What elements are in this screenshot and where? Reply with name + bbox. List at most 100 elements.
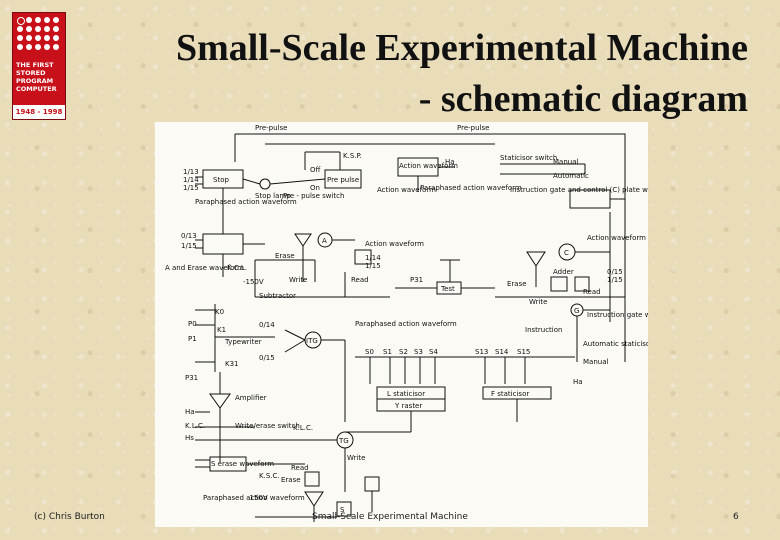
logo-dot <box>53 35 59 41</box>
label-ha-bottom: Ha <box>573 378 583 386</box>
label-test: Test <box>440 285 455 293</box>
label-f014: 0/14 <box>259 321 275 329</box>
label-pre-pulse-right: Pre-pulse <box>457 124 489 132</box>
logo-dot <box>53 26 59 32</box>
logo-text: THE FIRST STORED PROGRAM COMPUTER <box>16 61 62 93</box>
label-a-circle: A <box>322 237 327 245</box>
label-itg: ITG <box>306 337 318 345</box>
schematic-diagram: Pre-pulse Pre-pulse K.S.P. Off On Pre pu… <box>155 122 648 527</box>
label-pre-pulse-switch: Pre - pulse switch <box>283 192 344 200</box>
label-a-and-erase: A and Erase waveform <box>165 264 244 272</box>
label-instruction: Instruction <box>525 326 562 334</box>
label-ha-left: Ha <box>185 408 195 416</box>
label-adder: Adder <box>553 268 574 276</box>
label-minus150b: -150V <box>247 494 268 502</box>
label-kcl: K.C.L. <box>227 264 247 272</box>
label-i15: 1/15 <box>183 184 199 192</box>
label-i14: 1/14 <box>183 176 199 184</box>
page-number: 6 <box>733 512 739 522</box>
logo-dot <box>26 44 32 50</box>
label-pre-pulse-left: Pre-pulse <box>255 124 287 132</box>
schematic-svg: Pre-pulse Pre-pulse K.S.P. Off On Pre pu… <box>165 124 648 522</box>
label-klc2: K.L.C. <box>293 424 313 432</box>
label-ksp: K.S.P. <box>343 152 362 160</box>
logo-dot <box>26 17 32 23</box>
label-klc: K.L.C. <box>185 422 205 430</box>
schematic-wiring <box>195 133 626 522</box>
label-s13: S13 <box>475 348 488 356</box>
label-s-bottom: S <box>340 506 345 514</box>
logo-years: 1948 - 1998 <box>13 105 65 119</box>
label-f-staticisor: F staticisor <box>491 390 529 398</box>
label-read-r: Read <box>583 288 601 296</box>
label-staticisor-switch: Staticisor switch <box>500 154 557 162</box>
label-erase-b: Erase <box>281 476 301 484</box>
label-s14: S14 <box>495 348 509 356</box>
logo-dot <box>35 17 41 23</box>
label-i15b: 1/15 <box>365 262 381 270</box>
ssem-logo: THE FIRST STORED PROGRAM COMPUTER 1948 -… <box>12 12 66 120</box>
label-i14b: 1/14 <box>365 254 381 262</box>
logo-line: STORED <box>16 69 46 77</box>
label-write-r: Write <box>529 298 547 306</box>
label-manual-bottom: Manual <box>583 358 608 366</box>
logo-dot <box>44 26 50 32</box>
label-s3: S3 <box>414 348 423 356</box>
label-s0: S0 <box>365 348 374 356</box>
label-f015b: 0/15 <box>259 354 275 362</box>
label-f015: 0/15 <box>607 268 623 276</box>
label-action-waveform-3: Action waveform <box>365 240 424 248</box>
label-k1: K1 <box>217 326 226 334</box>
label-typewriter: Typewriter <box>224 338 262 346</box>
footer-copyright: (c) Chris Burton <box>34 512 105 522</box>
label-k31: K31 <box>225 360 239 368</box>
label-ha-top: Ha <box>445 158 455 166</box>
logo-dot <box>35 35 41 41</box>
label-p1: P1 <box>188 335 197 343</box>
label-action-waveform-box: Action waveform <box>399 162 458 170</box>
logo-line: THE FIRST <box>16 61 54 69</box>
label-s-erase: S erase waveform <box>211 460 274 468</box>
label-g-circle: G <box>574 307 579 315</box>
label-f115: 1/15 <box>181 242 197 250</box>
logo-dot <box>26 35 32 41</box>
logo-dot <box>53 44 59 50</box>
label-paraphased-action-1: Paraphased action waveform <box>420 184 522 192</box>
logo-dot <box>17 17 25 25</box>
label-erase-r: Erase <box>507 280 527 288</box>
label-pre-pulse-box: Pre pulse <box>327 176 359 184</box>
label-f013: 0/13 <box>181 232 197 240</box>
label-instruction-gate-waveform: Instruction gate waveform <box>587 311 648 319</box>
logo-line: PROGRAM <box>16 77 54 85</box>
label-stop-lamp: Stop lamp <box>255 192 291 200</box>
label-p31: P31 <box>410 276 423 284</box>
label-c-circle: C <box>564 249 569 257</box>
logo-dot <box>44 44 50 50</box>
label-paraphased-action-bottom: Paraphased action waveform <box>203 494 305 502</box>
label-y-raster: Y raster <box>394 402 422 410</box>
logo-dot <box>17 44 23 50</box>
label-p31b: P31 <box>185 374 198 382</box>
footer-title: Small-Scale Experimental Machine <box>312 512 468 522</box>
label-write-erase-switch: Write/erase switch <box>235 422 300 430</box>
logo-line: COMPUTER <box>16 85 57 93</box>
logo-dot <box>53 17 59 23</box>
label-i13: 1/13 <box>183 168 199 176</box>
label-action-waveform-right: Action waveform <box>587 234 646 242</box>
logo-dot <box>44 17 50 23</box>
label-instruction-gate: Instruction gate and control (C) plate w… <box>510 186 648 194</box>
label-manual-top: Manual <box>553 158 578 166</box>
label-on: On <box>310 184 320 192</box>
label-off: Off <box>310 166 321 174</box>
label-hs: Hs <box>185 434 194 442</box>
logo-dot <box>17 35 23 41</box>
logo-dot <box>35 44 41 50</box>
slide-title-line-2: - schematic diagram <box>418 78 748 120</box>
label-write-b: Write <box>347 454 365 462</box>
schematic-labels: Pre-pulse Pre-pulse K.S.P. Off On Pre pu… <box>165 124 648 514</box>
label-paraphased-action-left: Paraphased action waveform <box>195 198 297 206</box>
label-ksc: K.S.C. <box>259 472 280 480</box>
label-l-staticisor: L staticisor <box>387 390 425 398</box>
label-stop: Stop <box>213 176 229 184</box>
label-s1: S1 <box>383 348 392 356</box>
